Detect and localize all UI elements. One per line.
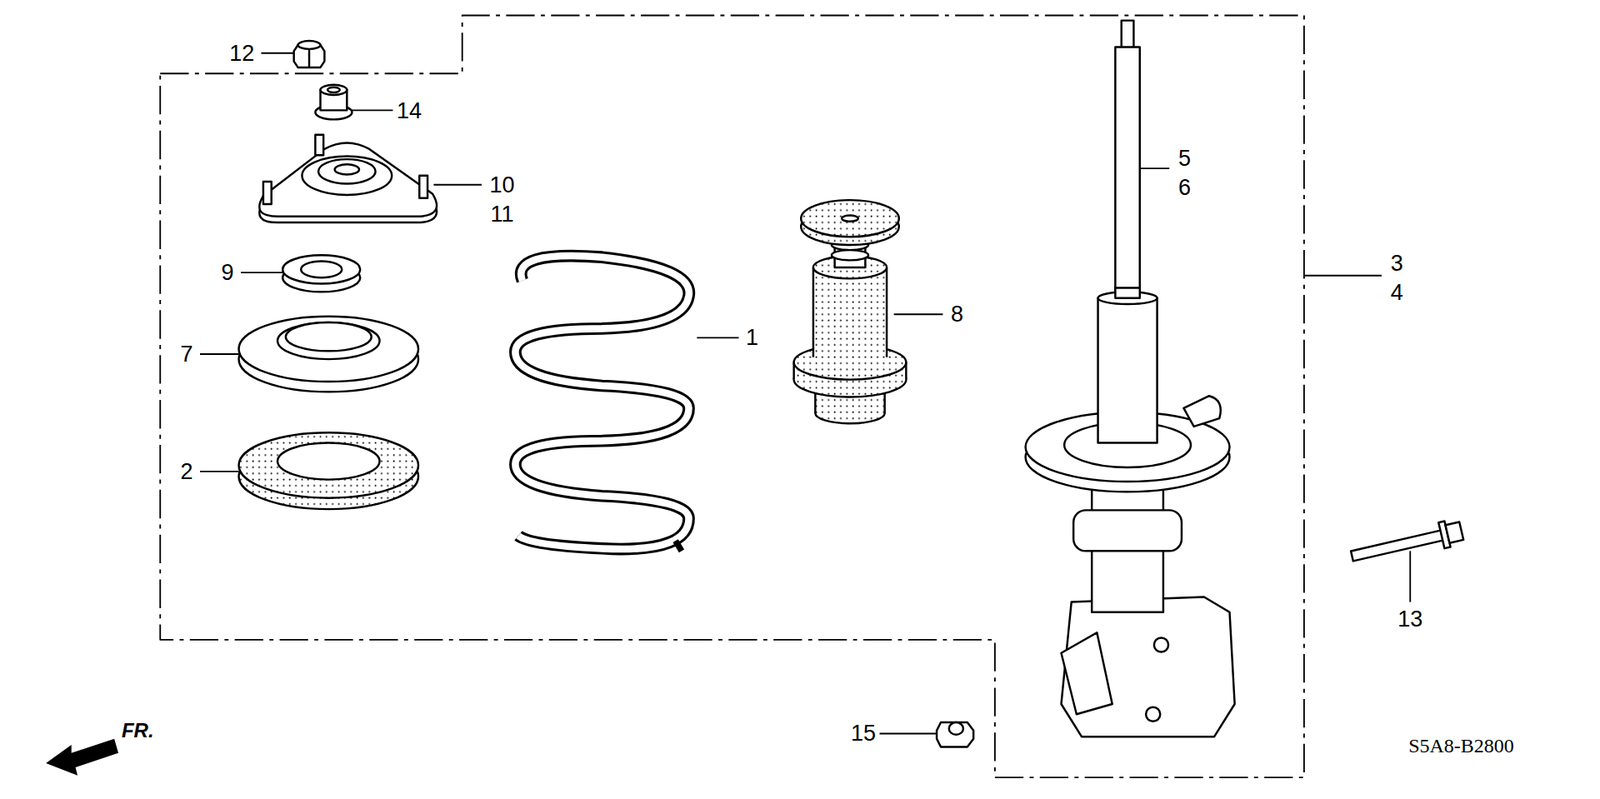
assembly-outline [160, 15, 1305, 778]
callout-number: 6 [1178, 176, 1191, 200]
bump-stop [794, 200, 907, 424]
spring-seat-rubber [239, 432, 420, 510]
callout-number: 1 [745, 326, 759, 350]
callout-number: 11 [490, 203, 514, 226]
callout-number: 4 [1390, 281, 1404, 305]
callout-number: 7 [180, 342, 194, 365]
callout-number: 5 [1178, 146, 1191, 170]
callout-number: 2 [180, 460, 194, 483]
diagram-code: S5A8-B2800 [1408, 735, 1515, 756]
callout-number: 13 [1397, 608, 1423, 631]
spring-seat [239, 316, 420, 393]
mount-bushing [315, 85, 352, 120]
callout-number: 14 [396, 100, 422, 123]
flange-nut [936, 722, 974, 747]
coil-spring [515, 255, 689, 551]
callout-number: 10 [489, 173, 515, 196]
strut-mount [259, 135, 437, 223]
flange-bolt [1349, 518, 1465, 570]
callout-number: 15 [850, 722, 876, 745]
front-arrow [45, 739, 119, 776]
direction-label: FR. [121, 720, 155, 741]
callout-number: 8 [950, 303, 964, 326]
callout-number: 3 [1390, 251, 1404, 275]
callout-number: 9 [221, 260, 235, 284]
callout-number: 12 [229, 41, 255, 65]
bearing-plate [282, 255, 360, 292]
self-locking-nut [294, 40, 325, 68]
strut-damper [1025, 20, 1235, 738]
